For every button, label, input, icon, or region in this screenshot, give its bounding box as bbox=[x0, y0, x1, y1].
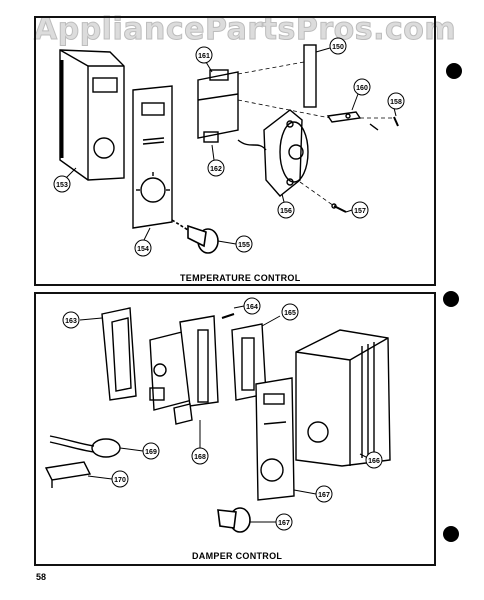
callout-169: 169 bbox=[145, 449, 157, 456]
callout-153: 154 bbox=[137, 246, 149, 253]
callout-164: 165 bbox=[284, 310, 296, 317]
housing-box-152 bbox=[59, 49, 125, 181]
damper-assembly-168 bbox=[149, 315, 219, 425]
callout-163: 164 bbox=[246, 304, 258, 311]
binder-hole-top bbox=[446, 63, 462, 79]
callout-162: 163 bbox=[65, 318, 77, 325]
callout-170: 170 bbox=[114, 477, 126, 484]
callout-168: 168 bbox=[194, 454, 206, 461]
bracket-170 bbox=[44, 461, 92, 488]
callout-161: 162 bbox=[210, 166, 222, 173]
callout-155: 156 bbox=[280, 208, 292, 215]
control-panel-153 bbox=[132, 85, 173, 229]
screw-157 bbox=[369, 116, 399, 131]
callout-165: 166 bbox=[368, 458, 380, 465]
temperature-control-panel bbox=[34, 16, 436, 286]
sensing-bulb-169 bbox=[49, 435, 121, 458]
screw-156 bbox=[331, 203, 347, 213]
callout-166: 167 bbox=[318, 492, 330, 499]
knob-167 bbox=[217, 507, 251, 533]
clip-158 bbox=[326, 111, 362, 123]
housing-165 bbox=[295, 329, 391, 467]
callout-150: 150 bbox=[332, 44, 344, 51]
thermostat-155 bbox=[237, 109, 309, 197]
callout-160: 161 bbox=[198, 53, 210, 60]
callout-167: 167 bbox=[278, 520, 290, 527]
damper-control-panel bbox=[34, 292, 436, 566]
frame-162 bbox=[101, 307, 137, 401]
screw-163 bbox=[221, 313, 235, 319]
knob-154 bbox=[171, 219, 219, 254]
section-title-temperature-control: TEMPERATURE CONTROL bbox=[180, 273, 301, 283]
callout-158: 160 bbox=[356, 85, 368, 92]
callout-157: 158 bbox=[390, 99, 402, 106]
bracket-160 bbox=[197, 69, 239, 143]
callout-152: 153 bbox=[56, 182, 68, 189]
callout-156: 157 bbox=[354, 208, 366, 215]
shaft-150 bbox=[303, 44, 317, 108]
callout-154: 155 bbox=[238, 242, 250, 249]
binder-hole-middle bbox=[443, 291, 459, 307]
page-number: 58 bbox=[36, 572, 47, 582]
control-panel-166 bbox=[255, 377, 295, 501]
binder-hole-bottom bbox=[443, 526, 459, 542]
section-title-damper-control: DAMPER CONTROL bbox=[192, 551, 283, 561]
